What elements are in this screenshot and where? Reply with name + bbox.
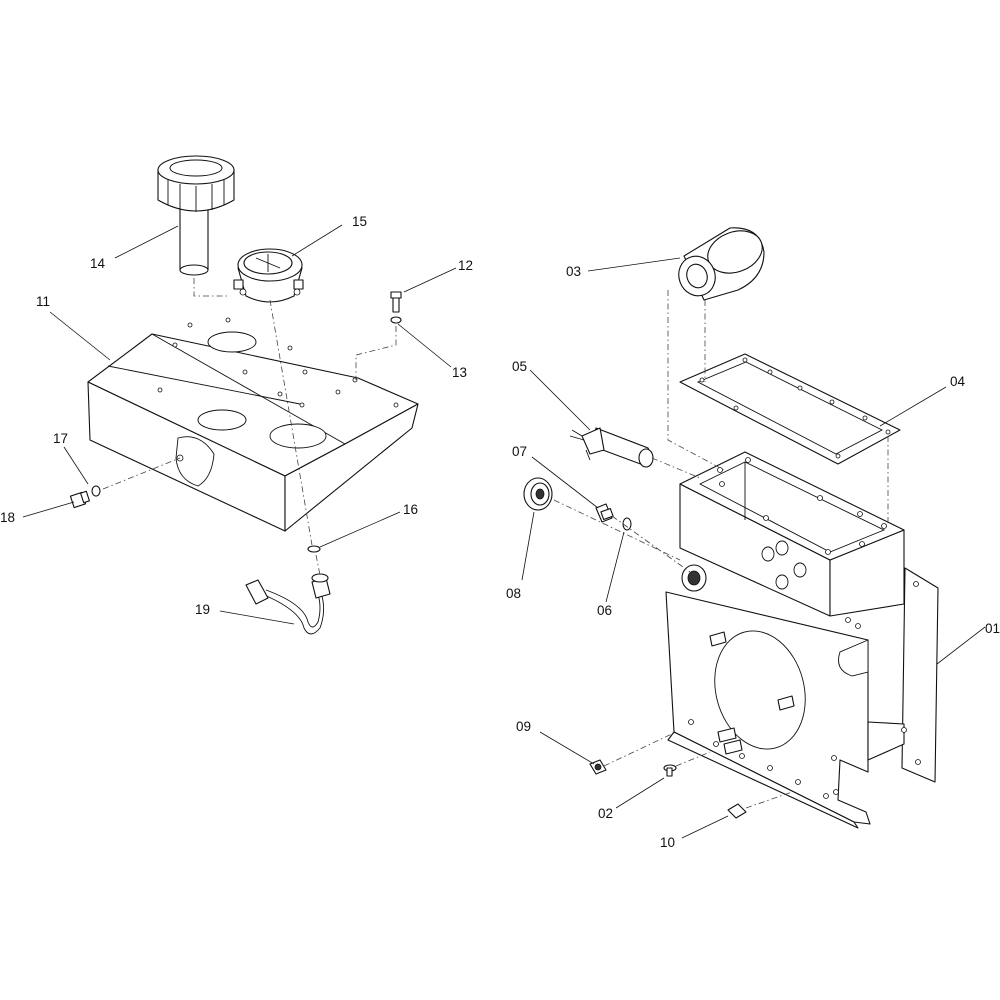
label-10: 10: [660, 835, 675, 850]
right-assembly-lines: [553, 290, 889, 809]
part-07-fitting: [595, 503, 614, 523]
part-05-sensor: [569, 427, 654, 468]
part-03-filter: [678, 227, 765, 301]
part-06-o-ring: [622, 517, 632, 531]
left-assembly-lines: [102, 278, 397, 576]
label-12: 12: [458, 258, 473, 273]
label-05: 05: [512, 359, 527, 374]
label-17: 17: [53, 431, 68, 446]
label-07: 07: [512, 444, 527, 459]
part-09-plug: [589, 759, 607, 775]
label-08: 08: [506, 586, 521, 601]
label-04: 04: [950, 374, 966, 389]
part-01-tank-body: [665, 451, 939, 829]
callout-labels: 01 02 03 04 05 06 07 08 09 10 11 12 13 1…: [0, 214, 1000, 850]
leader-lines: [22, 224, 986, 839]
part-17-o-ring: [91, 485, 101, 497]
label-14: 14: [90, 256, 106, 271]
part-12-bolt: [390, 291, 402, 313]
label-02: 02: [598, 806, 613, 821]
label-11: 11: [36, 294, 50, 309]
label-15: 15: [352, 214, 367, 229]
label-09: 09: [516, 719, 531, 734]
label-19: 19: [195, 602, 210, 617]
part-04-gasket: [679, 353, 901, 465]
part-02-screw: [663, 764, 677, 777]
part-13-washer: [390, 316, 402, 324]
part-15-gauge: [233, 248, 304, 303]
label-13: 13: [452, 365, 467, 380]
part-11-tank-cover: [87, 317, 419, 532]
part-19-hose: [245, 573, 331, 635]
part-16-washer: [307, 545, 321, 553]
part-10-plug: [727, 803, 747, 819]
label-06: 06: [597, 603, 612, 618]
label-16: 16: [403, 502, 418, 517]
label-01: 01: [985, 621, 1000, 636]
part-14-breather-cap: [157, 155, 235, 276]
label-18: 18: [0, 510, 15, 525]
part-18-plug: [69, 490, 90, 509]
label-03: 03: [566, 264, 581, 279]
part-08-sight-glass: [523, 477, 553, 511]
